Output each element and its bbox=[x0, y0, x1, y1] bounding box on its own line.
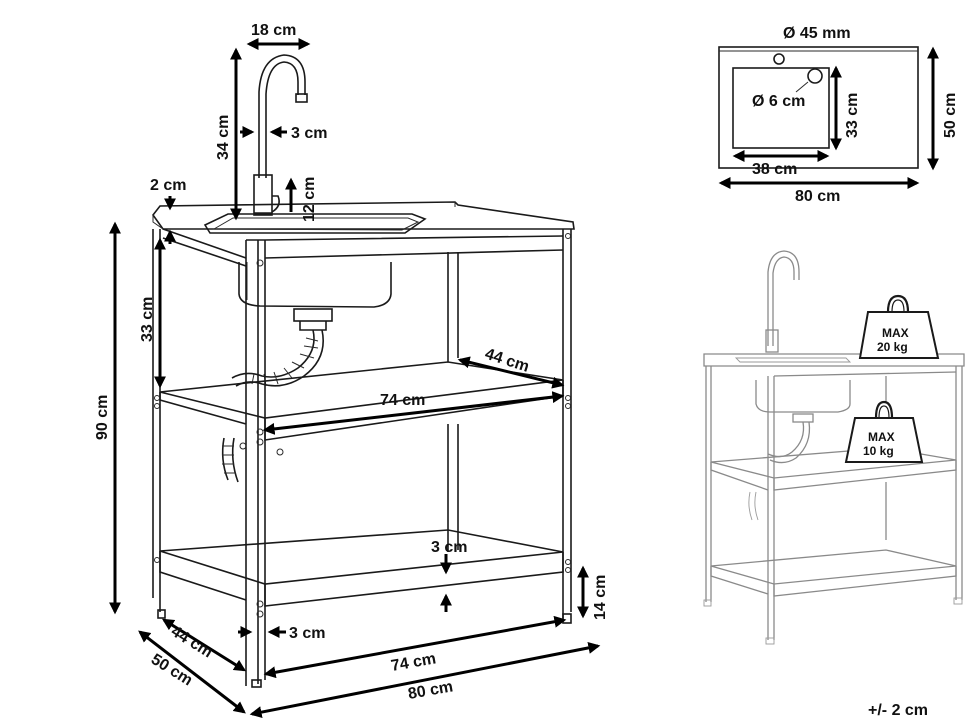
load-view-drawing bbox=[703, 250, 965, 645]
faucet-height-label: 34 cm bbox=[215, 115, 232, 160]
basin-width-label: 38 cm bbox=[752, 161, 797, 178]
width-inner-label: 74 cm bbox=[390, 650, 438, 675]
depth-inner-label: 44 cm bbox=[168, 623, 215, 661]
main-dimensions bbox=[109, 38, 601, 719]
drain-diameter-label: Ø 6 cm bbox=[752, 93, 805, 110]
total-depth-label: 50 cm bbox=[942, 93, 959, 138]
faucet-base-height-label: 12 cm bbox=[301, 177, 318, 222]
shelf-gap-label: 3 cm bbox=[431, 539, 467, 556]
weight-10kg-icon bbox=[844, 400, 924, 463]
faucet-width-label: 18 cm bbox=[251, 22, 296, 39]
top-view-drawing bbox=[718, 46, 939, 189]
weight-top-max-label: MAX bbox=[882, 326, 909, 340]
total-width-label: 80 cm bbox=[795, 188, 840, 205]
shelf-width-label: 74 cm bbox=[380, 392, 425, 409]
tolerance-label: +/- 2 cm bbox=[868, 702, 929, 719]
weight-shelf-max-label: MAX bbox=[868, 430, 895, 444]
weight-top-value-label: 20 kg bbox=[877, 340, 908, 354]
upper-clearance-label: 33 cm bbox=[139, 297, 156, 342]
main-sink-drawing bbox=[152, 54, 575, 688]
basin-depth-label: 33 cm bbox=[844, 93, 861, 138]
weight-20kg-icon bbox=[858, 294, 940, 359]
total-height-label: 90 cm bbox=[94, 395, 111, 440]
weight-shelf-value-label: 10 kg bbox=[863, 444, 894, 458]
counter-thickness-label: 2 cm bbox=[150, 177, 186, 194]
hole-diameter-label: Ø 45 mm bbox=[783, 25, 851, 42]
foot-height-label: 14 cm bbox=[592, 575, 609, 620]
faucet-base-label: 3 cm bbox=[291, 125, 327, 142]
leg-width-label: 3 cm bbox=[289, 625, 325, 642]
